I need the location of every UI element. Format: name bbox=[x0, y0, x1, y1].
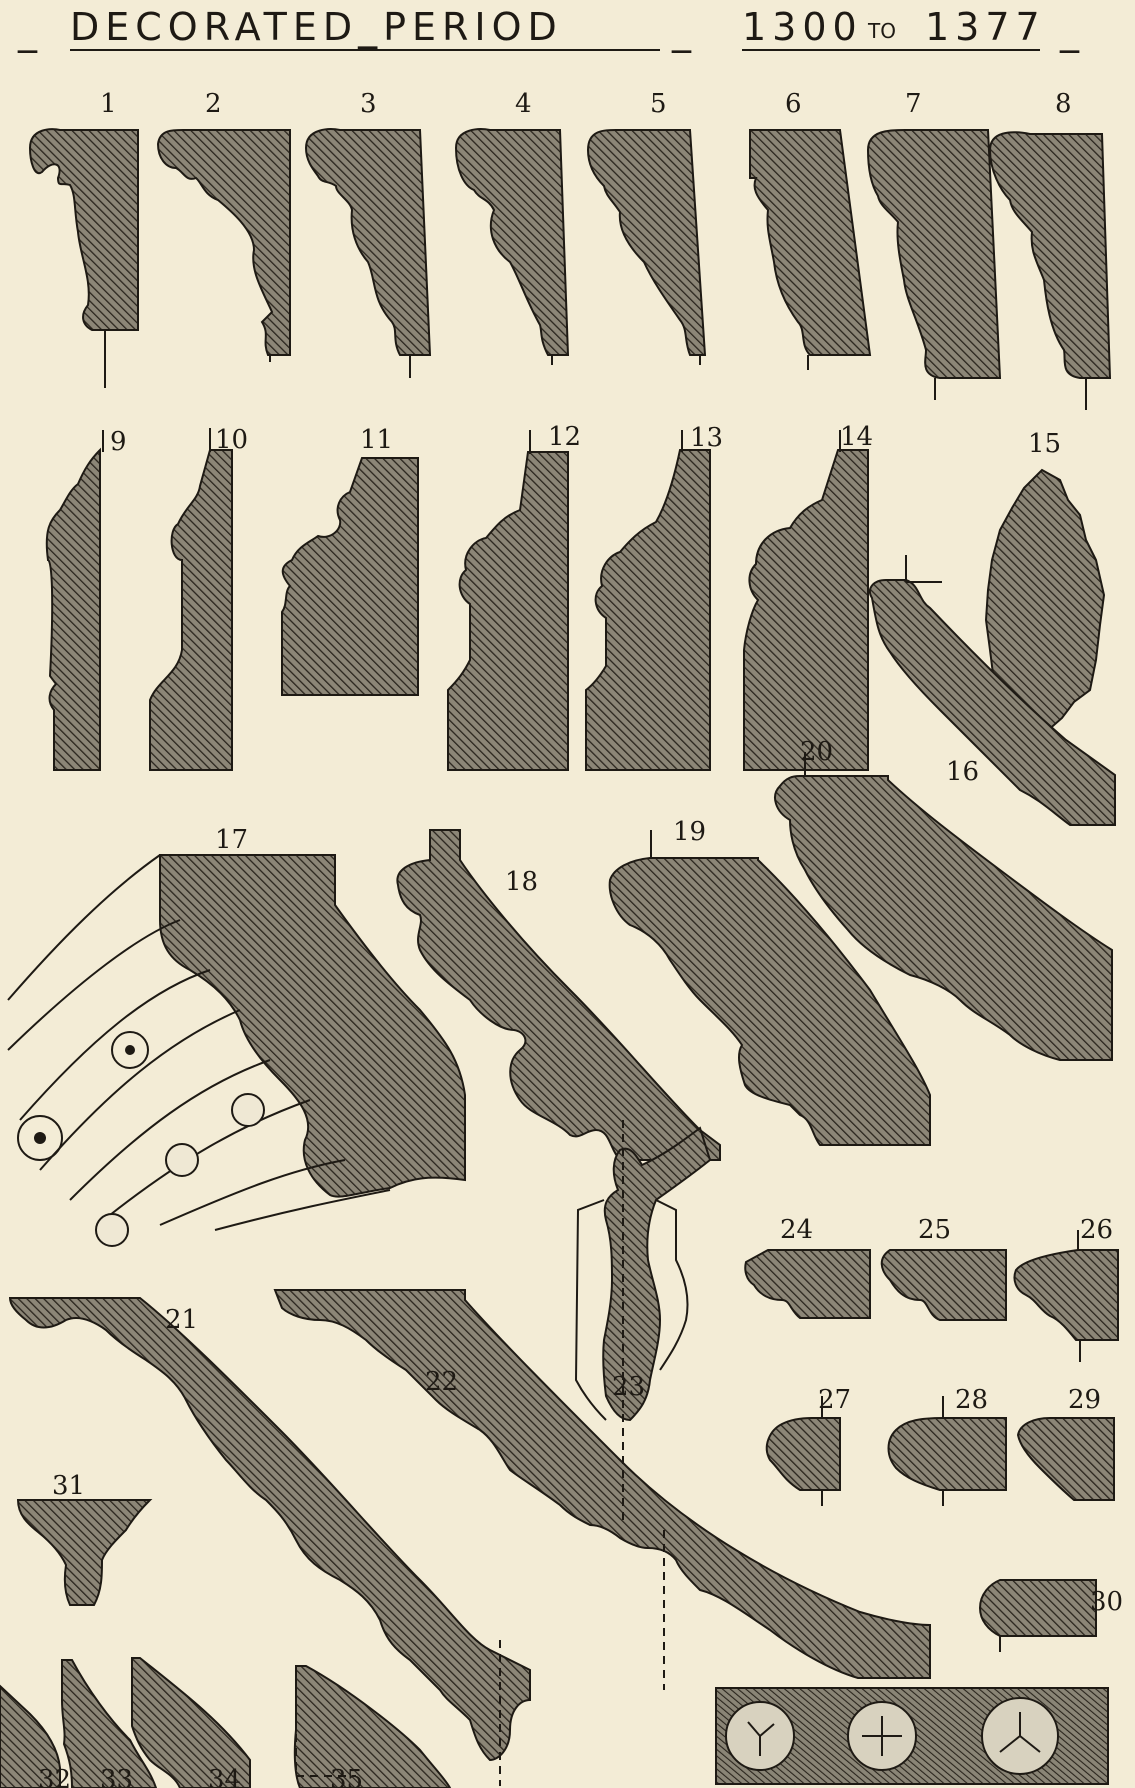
profile-31 bbox=[16, 1499, 153, 1606]
figure-number-16: 16 bbox=[946, 757, 979, 787]
profile-5 bbox=[586, 129, 707, 365]
figure-number-1: 1 bbox=[100, 89, 117, 119]
figure-number-3: 3 bbox=[360, 89, 377, 119]
figure-number-27: 27 bbox=[818, 1385, 851, 1415]
title-year-start: 1300 bbox=[742, 5, 863, 49]
profile-16 bbox=[868, 555, 1116, 826]
figure-number-9: 9 bbox=[110, 427, 127, 457]
figure-number-26: 26 bbox=[1080, 1215, 1113, 1245]
profile-30 bbox=[978, 1579, 1097, 1652]
profile-12 bbox=[447, 430, 569, 771]
title-dash-mid: _ bbox=[671, 9, 697, 53]
figure-number-5: 5 bbox=[650, 89, 667, 119]
figure-number-11: 11 bbox=[360, 425, 393, 455]
profile-22 bbox=[273, 1289, 931, 1690]
figure-number-33: 33 bbox=[100, 1765, 133, 1788]
profile-6 bbox=[749, 129, 872, 370]
profile-35 bbox=[293, 1665, 452, 1788]
profile-27 bbox=[765, 1396, 841, 1506]
profile-10 bbox=[149, 428, 233, 771]
figure-number-29: 29 bbox=[1068, 1385, 1101, 1415]
profile-2 bbox=[156, 128, 291, 362]
trefoil-ornament bbox=[95, 1093, 265, 1247]
profile-14 bbox=[743, 430, 869, 771]
figure-number-21: 21 bbox=[165, 1305, 198, 1335]
figure-number-4: 4 bbox=[515, 89, 532, 119]
profile-13 bbox=[585, 430, 711, 771]
profile-7 bbox=[866, 129, 1002, 400]
profile-11 bbox=[281, 457, 419, 696]
profile-29 bbox=[1016, 1417, 1115, 1501]
figure-number-20: 20 bbox=[800, 737, 833, 767]
profile-34 bbox=[131, 1657, 251, 1788]
profile-28 bbox=[887, 1396, 1007, 1506]
title-dash-left: _ bbox=[17, 9, 43, 53]
figure-number-10: 10 bbox=[215, 425, 248, 455]
figure-number-17: 17 bbox=[215, 825, 248, 855]
figure-number-2: 2 bbox=[205, 89, 222, 119]
profile-19 bbox=[608, 830, 931, 1146]
profile-32 bbox=[0, 1684, 61, 1788]
profile-1 bbox=[28, 128, 139, 388]
profile-20 bbox=[774, 752, 1113, 1061]
figure-number-14: 14 bbox=[840, 422, 873, 452]
flower-ornament bbox=[17, 1031, 149, 1161]
figure-number-7: 7 bbox=[905, 89, 922, 119]
figure-number-19: 19 bbox=[673, 817, 706, 847]
figure-number-23: 23 bbox=[612, 1372, 645, 1402]
profile-18 bbox=[396, 829, 721, 1161]
figure-number-28: 28 bbox=[955, 1385, 988, 1415]
figure-number-6: 6 bbox=[785, 89, 802, 119]
profile-4 bbox=[454, 128, 570, 365]
figure-number-15: 15 bbox=[1028, 429, 1061, 459]
profile-21 bbox=[8, 1297, 531, 1786]
figure-number-32: 32 bbox=[38, 1765, 71, 1788]
profile-8 bbox=[988, 131, 1112, 410]
profile-23 bbox=[574, 1120, 712, 1520]
figure-number-13: 13 bbox=[690, 423, 723, 453]
trefoil-band bbox=[715, 1687, 1109, 1785]
figure-number-8: 8 bbox=[1055, 89, 1072, 119]
figure-number-18: 18 bbox=[505, 867, 538, 897]
plate-title: _ DECORATED_PERIOD _ 1300 TO 1377 _ bbox=[17, 5, 1085, 53]
profile-25 bbox=[880, 1249, 1007, 1321]
title-period: DECORATED_PERIOD bbox=[70, 5, 563, 49]
figure-number-34: 34 bbox=[208, 1765, 241, 1788]
title-dash-right: _ bbox=[1059, 9, 1085, 53]
profile-26 bbox=[1013, 1230, 1119, 1362]
figure-number-12: 12 bbox=[548, 422, 581, 452]
figure-number-24: 24 bbox=[780, 1215, 813, 1245]
profile-17-perspective bbox=[7, 854, 466, 1247]
figure-number-30: 30 bbox=[1090, 1587, 1123, 1617]
profile-3 bbox=[304, 128, 432, 378]
profile-24 bbox=[744, 1249, 871, 1319]
figure-number-35: 35 bbox=[330, 1765, 363, 1788]
profile-9 bbox=[45, 430, 104, 771]
figure-number-31: 31 bbox=[52, 1471, 85, 1501]
title-to: TO bbox=[867, 19, 896, 43]
title-year-end: 1377 bbox=[925, 5, 1046, 49]
figure-number-22: 22 bbox=[425, 1367, 458, 1397]
figure-number-25: 25 bbox=[918, 1215, 951, 1245]
